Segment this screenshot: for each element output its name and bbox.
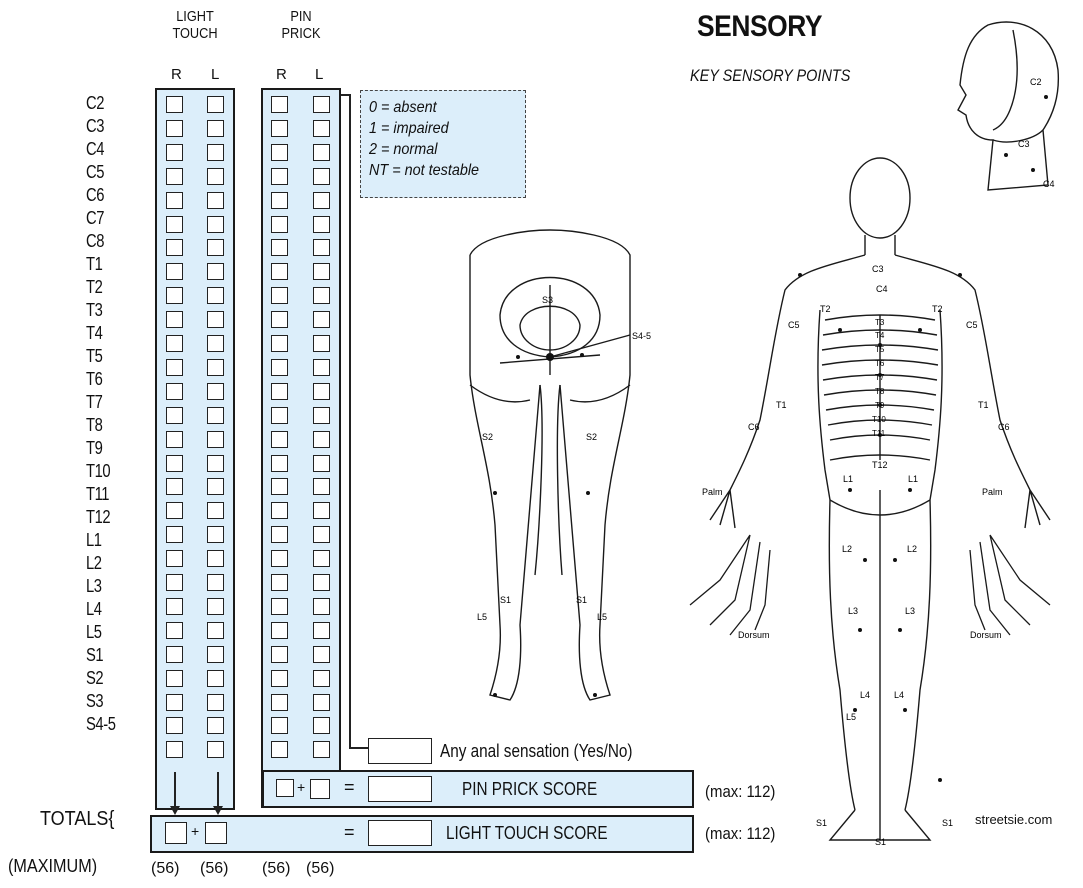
back-label-s2-right: S2 [586, 432, 597, 442]
back-label-s1-right: S1 [576, 595, 587, 605]
lt-left-total-box[interactable] [205, 822, 227, 844]
lt-plus: + [191, 823, 199, 839]
pin-prick-score-box[interactable] [368, 776, 432, 802]
posterior-body-figure: S3 S4-5 S2 S2 S1 S1 L5 L5 [440, 225, 660, 725]
anal-sensation-label: Any anal sensation (Yes/No) [440, 741, 632, 762]
back-label-s45: S4-5 [632, 331, 651, 341]
front-label-t7: T7 [875, 373, 885, 382]
totals-label: TOTALS{ [40, 808, 114, 831]
pp-left-total-box[interactable] [310, 779, 330, 799]
anal-sensation-box[interactable] [368, 738, 432, 764]
head-side-figure: C2 C3 C4 [948, 15, 1073, 200]
front-label-t11: T11 [872, 429, 886, 438]
anterior-body-figure: C3 C4 T2 T2 C5 C5 T3 T4 T5 T6 T7 T8 T9 T… [680, 150, 1080, 850]
head-label-c4: C4 [1043, 179, 1055, 189]
pp-right-total-box[interactable] [276, 779, 294, 797]
back-label-s2-left: S2 [482, 432, 493, 442]
back-label-l5-right: L5 [597, 612, 607, 622]
back-label-l5-left: L5 [477, 612, 487, 622]
front-label-palm-left: Palm [702, 487, 723, 497]
front-label-t2-left: T2 [820, 304, 831, 314]
pp-r-max: (56) [262, 860, 290, 878]
front-label-l2-left: L2 [842, 544, 852, 554]
light-touch-score-box[interactable] [368, 820, 432, 846]
front-label-l1-left: L1 [843, 474, 853, 484]
front-label-t12: T12 [872, 460, 888, 470]
front-label-s1-right: S1 [942, 818, 953, 828]
lt-right-total-box[interactable] [165, 822, 187, 844]
front-label-l1-right: L1 [908, 474, 918, 484]
lt-equals: = [344, 822, 355, 843]
front-label-c3: C3 [872, 264, 884, 274]
front-label-c5-left: C5 [788, 320, 800, 330]
front-label-t5: T5 [875, 345, 885, 354]
front-label-s1-bottom: S1 [875, 837, 886, 847]
front-label-l4-left: L4 [860, 690, 870, 700]
front-label-t1-left: T1 [776, 400, 787, 410]
lt-r-max: (56) [151, 860, 179, 878]
back-label-s3: S3 [542, 295, 553, 305]
front-label-c6-left: C6 [748, 422, 760, 432]
front-label-t10: T10 [872, 415, 886, 424]
front-label-t2-right: T2 [932, 304, 943, 314]
front-label-l5: L5 [846, 712, 856, 722]
maximum-label: (MAXIMUM) [8, 856, 97, 877]
front-label-t1-right: T1 [978, 400, 989, 410]
front-label-l3-left: L3 [848, 606, 858, 616]
front-label-l3-right: L3 [905, 606, 915, 616]
front-label-t4: T4 [875, 331, 885, 340]
front-label-c5-right: C5 [966, 320, 978, 330]
head-label-c2: C2 [1030, 77, 1042, 87]
head-label-c3: C3 [1018, 139, 1030, 149]
lt-l-max: (56) [200, 860, 228, 878]
back-label-s1-left: S1 [500, 595, 511, 605]
front-label-t3: T3 [875, 318, 885, 327]
light-touch-score-label: LIGHT TOUCH SCORE [446, 823, 608, 844]
front-label-dorsum-left: Dorsum [738, 630, 770, 640]
front-label-dorsum-right: Dorsum [970, 630, 1002, 640]
front-label-c4: C4 [876, 284, 888, 294]
front-label-l2-right: L2 [907, 544, 917, 554]
front-label-t8: T8 [875, 387, 885, 396]
pp-plus: + [297, 779, 305, 795]
front-label-l4-right: L4 [894, 690, 904, 700]
front-label-t6: T6 [875, 359, 885, 368]
pp-equals: = [344, 777, 355, 798]
front-label-c6-right: C6 [998, 422, 1010, 432]
pin-prick-score-label: PIN PRICK SCORE [462, 779, 597, 800]
pp-l-max: (56) [306, 860, 334, 878]
front-label-t9: T9 [875, 401, 885, 410]
front-label-s1-left: S1 [816, 818, 827, 828]
front-label-palm-right: Palm [982, 487, 1003, 497]
